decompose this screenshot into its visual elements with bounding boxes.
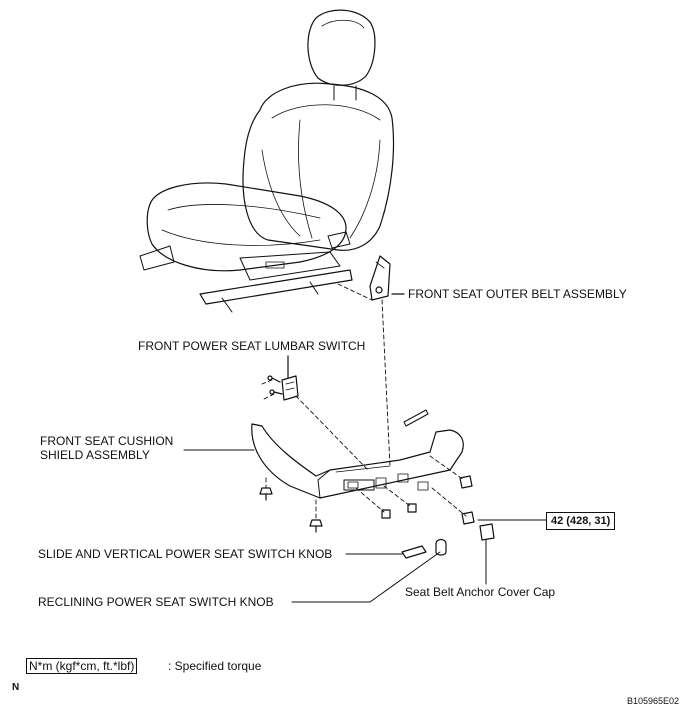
- anchor-cover-cap: [479, 523, 495, 541]
- headrest: [307, 9, 376, 86]
- reclining-knob: [435, 538, 447, 556]
- retainer-pin: [403, 409, 429, 427]
- label-lumbar-switch: FRONT POWER SEAT LUMBAR SWITCH: [138, 339, 366, 353]
- slide-vertical-knob: [401, 545, 427, 559]
- alignment-lines: [261, 283, 467, 521]
- label-outer-belt: FRONT SEAT OUTER BELT ASSEMBLY: [408, 287, 627, 301]
- fasteners: [259, 475, 475, 533]
- legend-unit-desc: : Specified torque: [168, 659, 262, 673]
- seat-back: [242, 82, 395, 251]
- seat-rail: [199, 269, 353, 305]
- legend-marker: N: [12, 682, 20, 693]
- label-slide-knob: SLIDE AND VERTICAL POWER SEAT SWITCH KNO…: [38, 547, 333, 561]
- torque-spec: 42 (428, 31): [546, 512, 616, 530]
- lumbar-screws: [267, 375, 283, 395]
- legend-unit-box: N*m (kgf*cm, ft.*lbf): [26, 658, 138, 674]
- front-seat-illustration: [139, 9, 395, 313]
- label-cushion-shield-line1: FRONT SEAT CUSHION: [40, 434, 174, 448]
- label-reclining-knob: RECLINING POWER SEAT SWITCH KNOB: [38, 595, 274, 609]
- label-cushion-shield-line2: SHIELD ASSEMBLY: [40, 448, 150, 462]
- leader-lines: [183, 449, 547, 603]
- lumbar-switch: [281, 375, 299, 401]
- figure-id: B105965E02: [627, 696, 680, 706]
- cushion-shield-assembly: [251, 423, 464, 499]
- outer-belt-assembly: [369, 255, 391, 301]
- label-anchor-cap: Seat Belt Anchor Cover Cap: [405, 585, 556, 599]
